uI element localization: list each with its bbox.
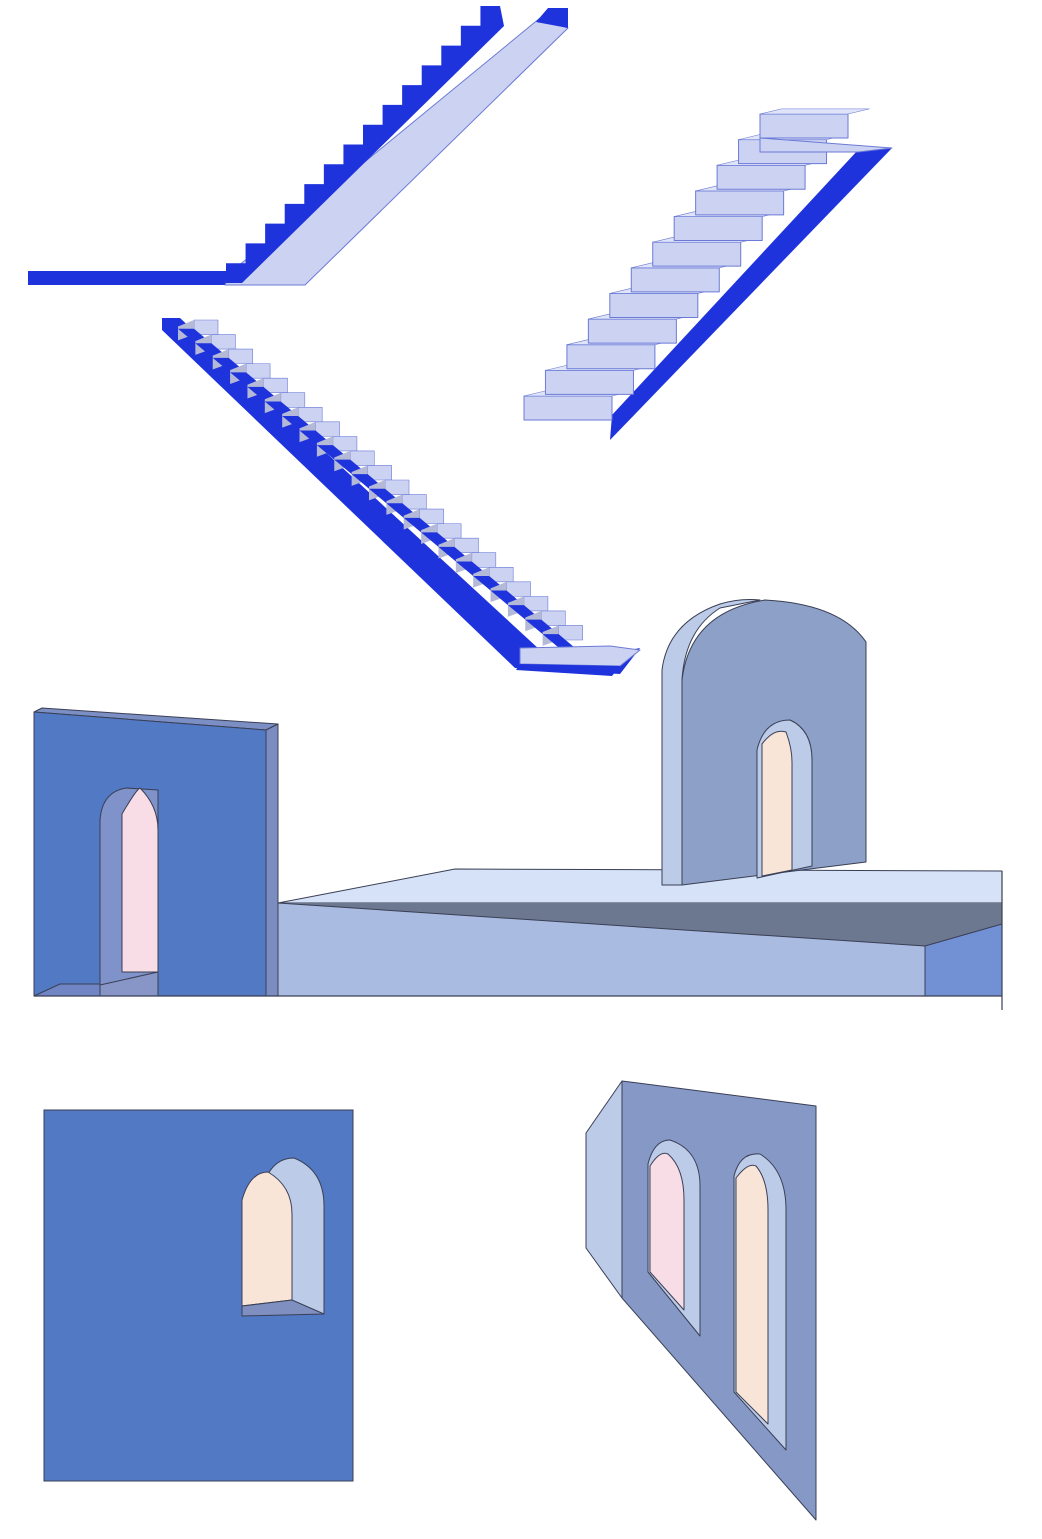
stair-flight-ascending-right	[28, 6, 569, 286]
floor-bar	[28, 271, 232, 285]
mid-landing	[519, 645, 641, 667]
stair-riser-10	[716, 164, 806, 190]
twin-wall-front	[621, 1080, 817, 1521]
square-window-opening	[241, 1171, 293, 1307]
stair-riser-1	[523, 395, 613, 421]
stair-flight-front-view	[523, 108, 893, 440]
platform-shadow-band	[278, 903, 1002, 946]
mid-step-block-22	[542, 634, 576, 649]
stair-tread-12	[759, 108, 870, 115]
stair-riser-3	[566, 344, 656, 370]
stair-stringer	[610, 148, 892, 440]
stair-riser-2	[544, 369, 634, 395]
square-wall-with-arched-window	[43, 1109, 354, 1482]
stair-riser-8	[673, 216, 763, 242]
platform-top	[277, 868, 1003, 904]
twin-wall-side	[585, 1080, 623, 1299]
stair-riser-12	[759, 113, 849, 139]
door-opening	[761, 730, 793, 877]
wall-with-gothic-window	[33, 707, 279, 997]
stair-riser-6	[630, 267, 720, 293]
stair-flight-descending-with-landing	[162, 318, 641, 676]
perspective-wall-with-two-windows	[585, 1080, 817, 1521]
stair-riser-9	[695, 190, 785, 216]
platform-slab	[34, 868, 1003, 1010]
square-window-sill	[241, 1299, 325, 1317]
mid-landing-edge	[516, 664, 620, 676]
stair-riser-4	[587, 318, 677, 344]
twin-window-1-opening	[649, 1152, 685, 1311]
stair-top-landing	[759, 137, 893, 153]
stair-riser-7	[652, 241, 742, 267]
arched-doorway-block	[661, 599, 867, 886]
wall-side-face	[265, 723, 279, 997]
stair-profile	[226, 6, 504, 283]
stair-top-cap	[536, 8, 568, 28]
window-opening	[121, 787, 159, 973]
twin-window-2-opening	[735, 1164, 769, 1425]
stair-riser-5	[609, 292, 699, 318]
